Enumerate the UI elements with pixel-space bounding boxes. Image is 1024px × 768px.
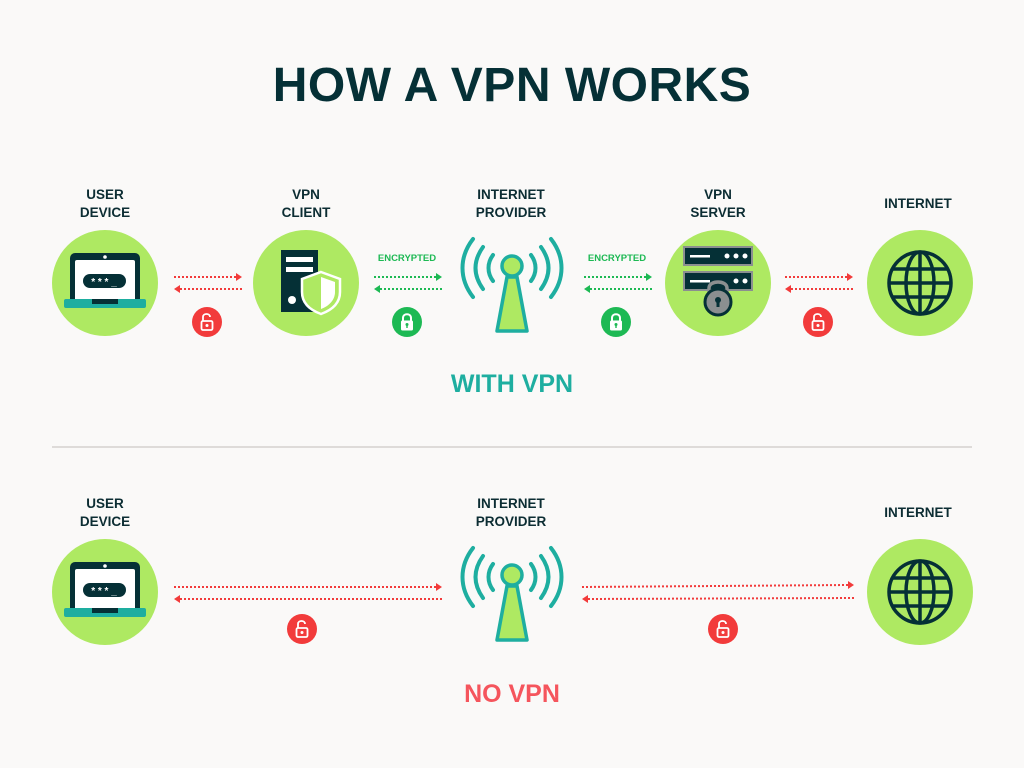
unlocked-icon xyxy=(200,313,214,331)
node-label-vpn-server: VPN SERVER xyxy=(648,186,788,222)
label-line: USER xyxy=(86,496,124,511)
unlocked-icon xyxy=(811,313,825,331)
unencrypted-traffic-arrows xyxy=(174,583,442,603)
label-line: VPN xyxy=(704,187,732,202)
link-lock xyxy=(392,307,422,337)
label-line: DEVICE xyxy=(79,514,131,529)
no-vpn-label: NO VPN xyxy=(464,680,560,708)
unlocked-icon xyxy=(716,620,730,638)
node-label-internet: INTERNET xyxy=(848,504,988,522)
unencrypted-traffic-arrows xyxy=(581,581,855,603)
section-divider xyxy=(52,446,972,448)
encrypted-traffic-arrows xyxy=(374,273,442,293)
node-label-user-device: USER DEVICE xyxy=(35,495,175,531)
server-shield-icon xyxy=(281,250,342,316)
node-label-user-device: USER DEVICE xyxy=(35,186,175,222)
node-label-vpn-client: VPN CLIENT xyxy=(236,186,376,222)
label-line: VPN xyxy=(292,187,320,202)
globe-icon xyxy=(887,559,953,625)
label-line: INTERNET xyxy=(477,496,545,511)
user-device-node: * * * _ xyxy=(52,539,158,645)
page-title: HOW A VPN WORKS xyxy=(272,59,752,112)
locked-icon xyxy=(401,313,413,331)
svg-text:* * * _: * * * _ xyxy=(91,277,117,288)
globe-icon xyxy=(887,250,953,316)
laptop-password-icon: * * * _ xyxy=(64,253,146,308)
internet-node xyxy=(867,539,973,645)
user-device-node: * * * _ xyxy=(52,230,158,336)
label-line: PROVIDER xyxy=(475,205,547,220)
label-line: INTERNET xyxy=(884,196,952,211)
antenna-tower-icon xyxy=(460,546,564,642)
unencrypted-traffic-arrows xyxy=(785,273,853,293)
label-line: CLIENT xyxy=(281,205,331,220)
vpn-client-node xyxy=(253,230,359,336)
vpn-server-node xyxy=(665,230,771,336)
encrypted-label: ENCRYPTED xyxy=(587,253,647,264)
label-line: USER xyxy=(86,187,124,202)
server-rack-lock-icon xyxy=(683,246,753,317)
label-line: INTERNET xyxy=(884,505,952,520)
link-lock xyxy=(708,614,738,644)
label-line: INTERNET xyxy=(477,187,545,202)
node-label-internet: INTERNET xyxy=(848,195,988,213)
antenna-tower-icon xyxy=(460,237,564,333)
encrypted-traffic-arrows xyxy=(584,273,652,293)
encrypted-label: ENCRYPTED xyxy=(377,253,437,264)
internet-node xyxy=(867,230,973,336)
laptop-password-icon: * * * _ xyxy=(64,562,146,617)
with-vpn-label: WITH VPN xyxy=(450,370,574,398)
label-line: PROVIDER xyxy=(475,514,547,529)
link-lock xyxy=(192,307,222,337)
svg-text:* * * _: * * * _ xyxy=(91,586,117,597)
locked-icon xyxy=(610,313,622,331)
unencrypted-traffic-arrows xyxy=(174,273,242,293)
label-line: SERVER xyxy=(690,205,746,220)
node-label-internet-provider: INTERNET PROVIDER xyxy=(441,495,581,531)
unlocked-icon xyxy=(295,620,309,638)
label-line: DEVICE xyxy=(79,205,131,220)
link-lock xyxy=(601,307,631,337)
link-lock xyxy=(803,307,833,337)
link-lock xyxy=(287,614,317,644)
node-label-internet-provider: INTERNET PROVIDER xyxy=(441,186,581,222)
